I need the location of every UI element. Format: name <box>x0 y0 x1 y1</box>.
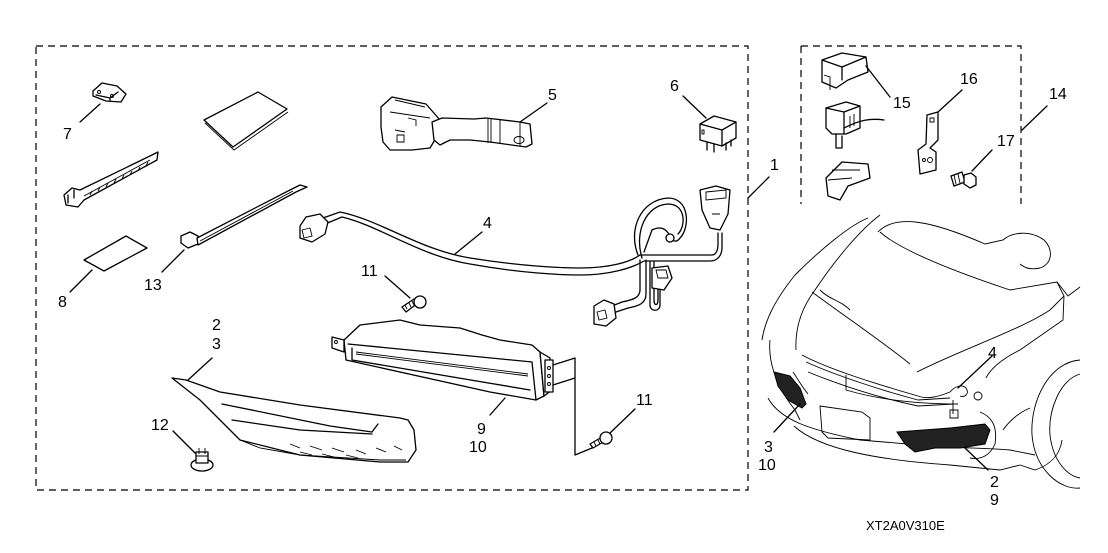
callout-11-upper: 11 <box>361 263 378 280</box>
car-callout-2: 2 <box>990 474 999 491</box>
drawing-code: XT2A0V310E <box>866 518 945 533</box>
vehicle-front-view <box>761 214 1081 489</box>
car-callout-3-leader <box>773 403 801 433</box>
fuse-box-cover-set-part <box>821 52 891 201</box>
car-callout-3: 3 <box>764 439 773 456</box>
fuse-holder-part <box>79 82 127 123</box>
bracket-part <box>917 89 963 175</box>
callout-14: 14 <box>1049 86 1067 103</box>
subkit-boundary <box>800 45 1022 204</box>
instruction-sheet-part <box>203 91 289 151</box>
callout-17: 17 <box>997 133 1015 150</box>
car-callout-9: 9 <box>990 492 999 509</box>
callout-6: 6 <box>670 78 679 95</box>
callout-16: 16 <box>960 71 978 88</box>
fog-light-unit-part <box>331 319 593 456</box>
car-callout-4-leader <box>957 355 993 389</box>
callout-12: 12 <box>151 417 169 434</box>
cable-tie-part <box>161 184 308 273</box>
callout-7: 7 <box>63 126 72 143</box>
screw-part-upper <box>384 275 427 313</box>
label-sticker-part <box>69 235 148 293</box>
callout-1: 1 <box>770 157 779 174</box>
car-callout-2-leader <box>964 447 989 471</box>
callout-5: 5 <box>548 87 557 104</box>
callout-1-leader <box>747 176 770 199</box>
bolt-part <box>950 149 993 189</box>
clip-part <box>172 430 214 472</box>
wire-harness-part <box>299 185 731 327</box>
callout-3-left: 3 <box>212 336 221 353</box>
wire-clip-tie-part <box>63 151 159 208</box>
screw-part-lower <box>589 408 636 449</box>
callout-9-left: 9 <box>477 421 486 438</box>
fog-light-garnish-part <box>171 357 417 463</box>
car-callout-10: 10 <box>758 457 776 474</box>
callout-13: 13 <box>144 277 162 294</box>
combination-switch-part <box>380 96 548 151</box>
callout-14-leader <box>1021 105 1048 131</box>
callout-2-left: 2 <box>212 317 221 334</box>
callout-10-left: 10 <box>469 439 487 456</box>
callout-4: 4 <box>483 215 492 232</box>
license-plate <box>819 405 871 441</box>
relay-part <box>682 95 737 153</box>
car-callout-4: 4 <box>988 345 997 362</box>
callout-15: 15 <box>893 95 911 112</box>
callout-11-lower: 11 <box>636 392 653 409</box>
kit-boundary <box>35 45 749 491</box>
callout-8: 8 <box>58 294 67 311</box>
